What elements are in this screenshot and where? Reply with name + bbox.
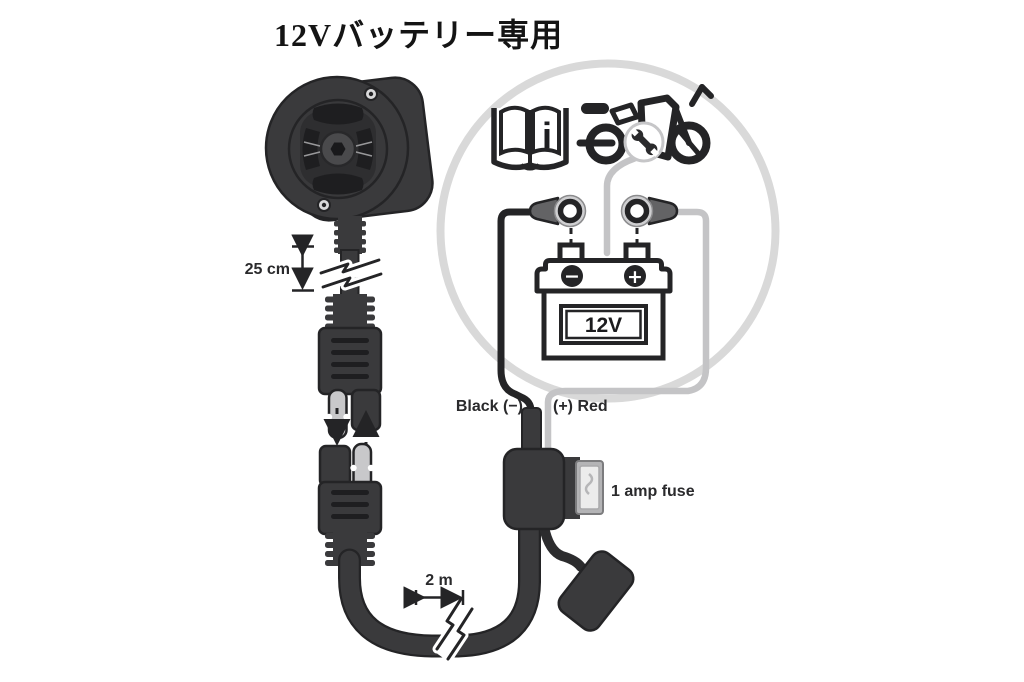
cable-break-icon — [432, 594, 477, 664]
page-title: 12Vバッテリー専用 — [274, 17, 563, 53]
dimension-2m: 2 m — [403, 572, 465, 609]
dimension-25cm: 25 cm — [245, 234, 314, 292]
positive-wire — [544, 208, 710, 456]
battery-positive-symbol: + — [627, 266, 643, 288]
battery-icon: − + 12V — [534, 228, 673, 361]
ring-terminal-negative-icon — [528, 194, 587, 228]
ring-terminal-positive-icon — [620, 194, 679, 228]
cable-length-lower-label: 2 m — [425, 572, 453, 589]
cable-length-upper-label: 25 cm — [245, 261, 290, 278]
instruction-circle — [436, 59, 780, 403]
fuse-holder-icon — [502, 447, 566, 531]
lower-cable — [338, 488, 541, 664]
wrench-icon — [623, 121, 665, 163]
instruction-manual-icon: i — [491, 105, 569, 171]
motorcycle-icon — [576, 84, 714, 165]
battery-negative-symbol: − — [564, 266, 580, 288]
cable-break-icon — [316, 255, 386, 292]
connect-arrows — [323, 408, 380, 448]
fuse-label: 1 amp fuse — [611, 483, 695, 500]
fuse-assembly: 1 amp fuse — [502, 407, 695, 632]
manual-info-symbol: i — [542, 115, 552, 156]
battery-voltage-label: 12V — [585, 314, 622, 337]
negative-wire — [497, 208, 537, 454]
cap-cable — [539, 522, 586, 572]
sae-connector-upper-icon — [317, 294, 383, 440]
upper-cable — [316, 249, 386, 303]
positive-wire-label: (+) Red — [553, 398, 608, 415]
sae-connector-lower-icon — [317, 442, 383, 566]
weather-cap-icon — [557, 550, 635, 632]
handlebar-mount-icon — [264, 75, 434, 254]
fuse-icon — [575, 460, 604, 515]
negative-wire-label: Black (−) — [456, 398, 523, 415]
